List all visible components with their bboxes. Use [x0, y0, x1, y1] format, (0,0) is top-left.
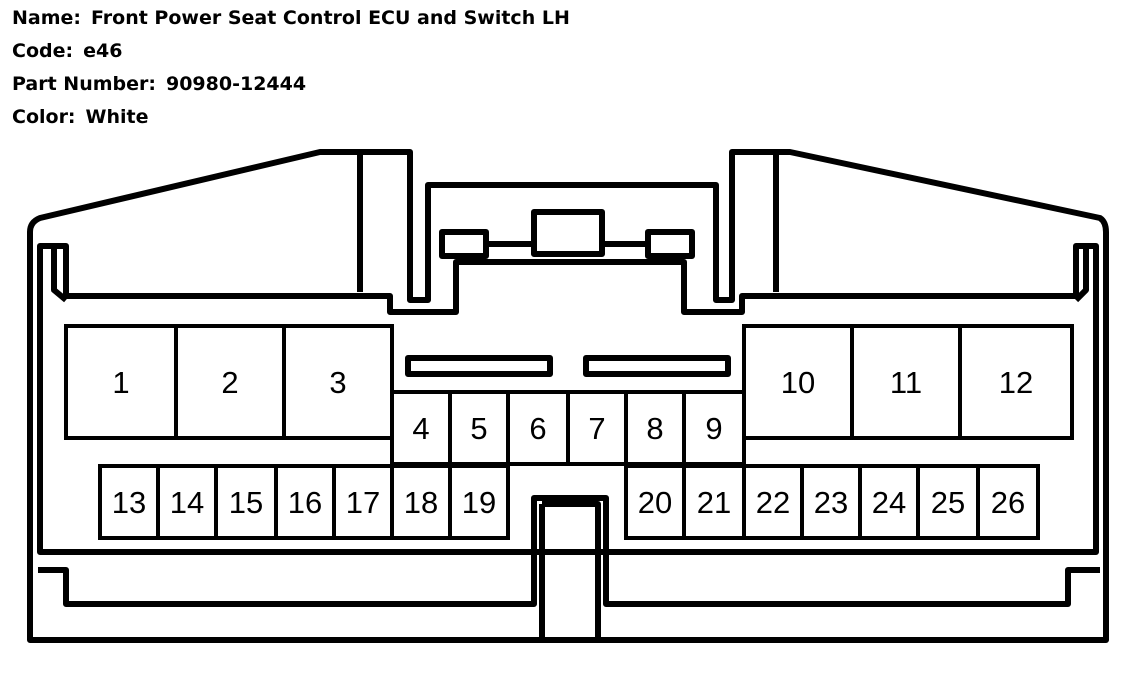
pin-label-18: 18: [404, 485, 438, 520]
code-label: Code:: [12, 40, 74, 62]
inner-face: [37, 243, 1099, 555]
part-number-row: Part Number: 90980-12444: [12, 70, 570, 103]
pin-label-8: 8: [646, 411, 663, 446]
part-number-label: Part Number:: [12, 73, 156, 95]
lock-latch: [531, 209, 605, 257]
lock-left-block: [439, 229, 489, 259]
pin-label-14: 14: [170, 485, 204, 520]
housing-outline: [27, 149, 1109, 643]
color-value: White: [85, 106, 149, 128]
right-corner-detail: [1073, 246, 1089, 303]
bottom-rail: [38, 495, 1100, 607]
pin-label-5: 5: [470, 411, 487, 446]
name-row: Name: Front Power Seat Control ECU and Sw…: [12, 4, 570, 37]
pin-label-23: 23: [814, 485, 848, 520]
pin-label-16: 16: [288, 485, 322, 520]
pin-label-15: 15: [229, 485, 263, 520]
center-key: [539, 501, 601, 640]
color-row: Color: White: [12, 103, 570, 136]
code-value: e46: [83, 40, 123, 62]
pin-label-25: 25: [931, 485, 965, 520]
pin-cell-19: [448, 464, 510, 540]
pin-label-3: 3: [329, 365, 346, 400]
code-row: Code: e46: [12, 37, 570, 70]
pin-label-10: 10: [781, 365, 815, 400]
pin-cell-26: [976, 464, 1040, 540]
pin-label-12: 12: [999, 365, 1033, 400]
pin-cell-3: [282, 324, 394, 440]
slot-left: [405, 355, 553, 377]
pin-label-11: 11: [890, 365, 922, 400]
pin-label-9: 9: [705, 411, 722, 446]
pin-label-2: 2: [221, 365, 238, 400]
pin-cell-12: [958, 324, 1074, 440]
pin-label-6: 6: [529, 411, 546, 446]
slot-right: [583, 355, 731, 377]
lock-right-block: [645, 229, 695, 259]
name-label: Name:: [12, 7, 82, 29]
pin-label-26: 26: [991, 485, 1025, 520]
pin-label-24: 24: [872, 485, 906, 520]
name-value: Front Power Seat Control ECU and Switch …: [91, 7, 570, 29]
part-number-value: 90980-12444: [165, 73, 307, 95]
color-label: Color:: [12, 106, 76, 128]
connector-info: Name: Front Power Seat Control ECU and Sw…: [12, 4, 570, 136]
pin-label-20: 20: [638, 485, 672, 520]
pin-label-13: 13: [112, 485, 146, 520]
pin-label-17: 17: [346, 485, 380, 520]
left-corner-detail: [51, 246, 68, 303]
pin-label-21: 21: [697, 485, 731, 520]
pin-label-4: 4: [412, 411, 429, 446]
pin-label-22: 22: [756, 485, 790, 520]
connector-housing: [27, 149, 1109, 643]
pin-label-19: 19: [462, 485, 496, 520]
pin-label-1: 1: [112, 365, 129, 400]
pin-label-7: 7: [588, 411, 605, 446]
